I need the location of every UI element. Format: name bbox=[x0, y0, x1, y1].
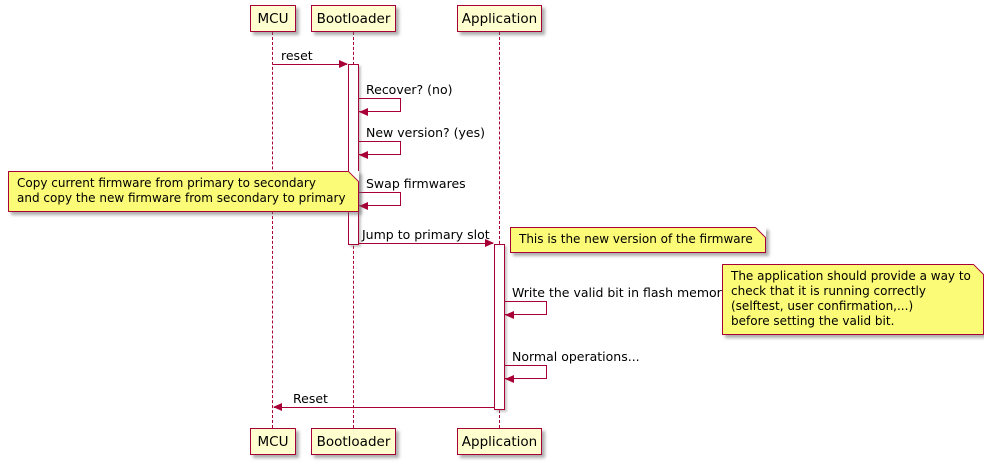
participant-box-mcu-bottom: MCU bbox=[250, 428, 296, 455]
arrow-line bbox=[273, 64, 347, 65]
self-message-swap bbox=[359, 192, 401, 210]
note-valid-bit: The application should provide a way to … bbox=[722, 263, 984, 335]
message-label-swap: Swap firmwares bbox=[366, 176, 466, 191]
note-text: Copy current firmware from primary to se… bbox=[17, 176, 346, 205]
self-message-new-version bbox=[359, 141, 401, 159]
message-label-normal-ops: Normal operations... bbox=[512, 349, 640, 364]
note-text: The application should provide a way to … bbox=[731, 269, 971, 328]
note-new-firmware: This is the new version of the firmware bbox=[510, 226, 766, 253]
activation-bar-application bbox=[494, 244, 505, 410]
participant-label-application: Application bbox=[461, 10, 538, 27]
participant-box-application-bottom: Application bbox=[457, 428, 542, 455]
message-label-reset: reset bbox=[281, 48, 313, 63]
arrow-line bbox=[274, 407, 494, 408]
participant-box-application-top: Application bbox=[457, 5, 542, 32]
arrow-head-icon bbox=[339, 60, 348, 68]
participant-label-application: Application bbox=[461, 433, 538, 450]
self-message-normal-ops bbox=[505, 365, 547, 383]
note-swap-firmwares: Copy current firmware from primary to se… bbox=[8, 170, 359, 212]
participant-label-mcu: MCU bbox=[257, 10, 289, 27]
participant-label-mcu: MCU bbox=[257, 433, 289, 450]
lifeline-application bbox=[499, 32, 500, 428]
participant-box-mcu-top: MCU bbox=[250, 5, 296, 32]
arrow-head-icon bbox=[505, 375, 514, 383]
participant-label-bootloader: Bootloader bbox=[316, 433, 391, 450]
activation-bar-bootloader bbox=[348, 64, 359, 245]
note-fold-icon bbox=[754, 227, 766, 238]
lifeline-mcu bbox=[272, 32, 273, 428]
note-fold-icon bbox=[972, 264, 984, 275]
participant-box-bootloader-bottom: Bootloader bbox=[311, 428, 396, 455]
message-label-new-version: New version? (yes) bbox=[366, 125, 485, 140]
message-label-recover: Recover? (no) bbox=[366, 82, 453, 97]
message-arrow-reset-back bbox=[273, 403, 494, 412]
arrow-head-icon bbox=[359, 151, 368, 159]
message-arrow-reset bbox=[273, 60, 348, 69]
self-message-recover bbox=[359, 98, 401, 116]
arrow-head-icon bbox=[359, 108, 368, 116]
arrow-head-icon bbox=[505, 311, 514, 319]
message-label-reset-back: Reset bbox=[293, 391, 328, 406]
arrow-head-icon bbox=[273, 403, 282, 411]
participant-box-bootloader-top: Bootloader bbox=[311, 5, 396, 32]
participant-label-bootloader: Bootloader bbox=[316, 10, 391, 27]
arrow-line bbox=[359, 243, 493, 244]
note-text: This is the new version of the firmware bbox=[519, 232, 753, 246]
note-fold-icon bbox=[347, 171, 359, 182]
message-label-jump: Jump to primary slot bbox=[362, 227, 490, 242]
arrow-head-icon bbox=[485, 239, 494, 247]
self-message-write-valid bbox=[505, 301, 547, 319]
message-arrow-jump bbox=[359, 239, 494, 248]
message-label-write-valid: Write the valid bit in flash memory bbox=[512, 285, 730, 300]
arrow-head-icon bbox=[359, 202, 368, 210]
